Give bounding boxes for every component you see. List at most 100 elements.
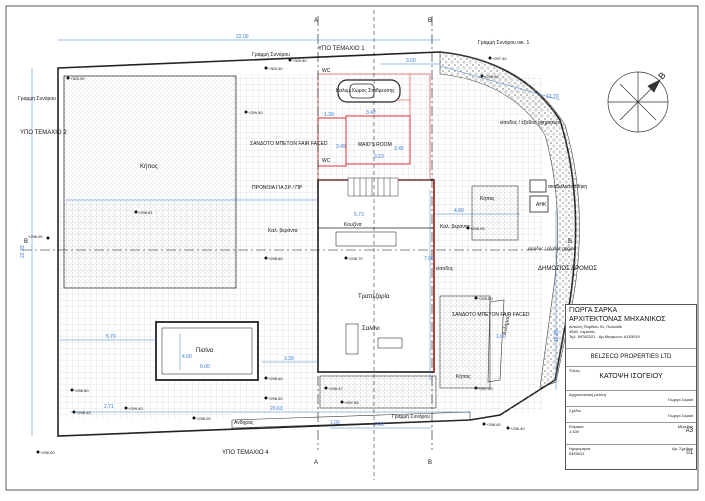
label-plot-bottom: ΥΠΟ ΤΕΜΑΧΙΟ 4: [222, 450, 269, 456]
firm-section: ΓΙΩΡΓΑ ΣΑΡΚΑ ΑΡΧΙΤΕΚΤΟΝΑΣ ΜΗΧΑΝΙΚΟΣ Αντώ…: [566, 305, 696, 349]
label-boundary-top: Γραμμή Συνόρου: [252, 51, 290, 58]
firm-role: ΑΡΧΙΤΕΚΤΟΝΑΣ ΜΗΧΑΝΙΚΟΣ: [569, 316, 666, 323]
svg-text:+296.80: +296.80: [74, 388, 89, 393]
dim-parking-width: 3.00: [406, 58, 416, 64]
label-garden-2: Κήπος: [480, 195, 495, 202]
firm-name: ΓΙΩΡΓΑ ΣΑΡΚΑ: [569, 307, 618, 314]
svg-text:+299.60: +299.60: [478, 296, 493, 301]
scale-value: 1:100: [569, 429, 580, 434]
label-maids-room: MAID'S ROOM: [358, 142, 392, 148]
svg-text:+300.80: +300.80: [292, 58, 307, 63]
pool: [155, 321, 259, 381]
dim-wc: 1.39: [324, 112, 334, 118]
label-ramp-1: Ανδηρας: [234, 420, 254, 426]
dim-kitchen: 5.73: [354, 212, 364, 218]
label-boundary-left: Γραμμή Συνόρου: [18, 95, 56, 102]
label-pool: Πισίνα: [196, 348, 214, 354]
dim-left: 22.33: [20, 245, 26, 258]
dim-maid-b: 3.45: [394, 146, 404, 152]
label-fair-faced-1: ΣΑΝΔΟΤΟ ΜΠΕΤΟΝ FAIR FACED: [250, 141, 328, 147]
dim-maid-c: 3.23: [374, 154, 384, 160]
svg-text:+300.90: +300.90: [70, 76, 85, 81]
dim-pool-width: 6.00: [200, 364, 210, 370]
label-vehicle-entry: είσοδος / έξοδος οχημάτων: [500, 119, 560, 126]
label-boundary-bottom: Γραμμή Συνόρου: [392, 413, 430, 420]
svg-text:+296.40: +296.40: [510, 426, 525, 431]
firm-reg: Αρ.Μητρώου: Α153019: [598, 334, 640, 339]
label-ramp-2: Ανδήρας: [501, 314, 511, 335]
svg-text:+298.45: +298.45: [486, 422, 501, 427]
svg-text:+298.70: +298.70: [348, 256, 363, 261]
dim-pool-height: 4.00: [182, 354, 192, 360]
dim-bottom: 20.63: [270, 406, 283, 412]
svg-text:+298.00: +298.00: [196, 416, 211, 421]
label-wc-2: WC: [322, 158, 331, 164]
architect-section: Αρχιτεκτονική μελέτη Γιωργα Σαρκά: [566, 391, 696, 407]
title-section: Τίτλος ΚΑΤΟΨΗ ΙΣΟΓΕΙΟΥ: [566, 367, 696, 391]
svg-text:+298.61: +298.61: [138, 210, 153, 215]
scale-label: Κλίμακα: [569, 424, 584, 429]
label-living: Σαλόνι: [362, 325, 380, 332]
north-arrow-icon: [607, 71, 669, 133]
svg-text:+300.50: +300.50: [268, 66, 283, 71]
svg-text:+298.65: +298.65: [268, 256, 283, 261]
section-a-bottom: A: [314, 460, 318, 466]
size-value: A3: [685, 428, 693, 434]
title-label: Τίτλος: [569, 368, 581, 373]
svg-text:+296.00: +296.00: [40, 450, 55, 455]
label-entrance: είσοδος: [436, 266, 454, 272]
label-storage: σκυβαλοαποθήκη: [548, 183, 587, 190]
svg-text:+299.50: +299.50: [248, 110, 263, 115]
label-dining: Τραπεζαρία: [358, 294, 390, 300]
svg-text:+298.05: +298.05: [470, 226, 485, 231]
drawn-section: Σχέδιο Γιωργα Σαρκά: [566, 407, 696, 423]
section-b-right: B: [568, 239, 572, 245]
label-ahk: ΑΗΚ: [536, 202, 547, 208]
level-markers: [36, 56, 510, 454]
label-veranda-1: Καλ. βεράντα: [268, 227, 298, 234]
house-walls: [317, 179, 435, 373]
kitchen-island: [335, 231, 397, 247]
architect-value: Γιωργα Σαρκά: [667, 397, 693, 402]
dim-maid-width: 3.42: [366, 110, 376, 116]
label-veranda-2: Καλ. βεράντα: [440, 223, 470, 230]
dim-bottom-step: 1.00: [330, 420, 340, 426]
date-value: 04/05/21: [569, 451, 585, 456]
label-fair-faced-2: ΣΑΝΔΟΤΟ ΜΠΕΤΟΝ FAIR FACED: [452, 312, 530, 318]
dim-veranda: 4.80: [454, 208, 464, 214]
label-plot-left: ΥΠΟ ΤΕΜΑΧΙΟ 2: [20, 130, 67, 136]
label-kitchen: Κουζίνα: [344, 222, 362, 228]
section-a-top-left: A: [314, 18, 318, 24]
label-garden-3: Κήπος: [456, 373, 471, 380]
firm-phone: Τηλ. 99782321: [569, 334, 596, 339]
title-block: ΓΙΩΡΓΑ ΣΑΡΚΑ ΑΡΧΙΤΕΚΤΟΝΑΣ ΜΗΧΑΝΙΚΟΣ Αντώ…: [565, 304, 697, 470]
section-b-left: B: [24, 239, 28, 245]
svg-text:+297.40: +297.40: [492, 56, 507, 61]
sheet-value: 01: [686, 450, 693, 456]
svg-text:+297.65: +297.65: [344, 400, 359, 405]
svg-text:+296.50: +296.50: [268, 396, 283, 401]
svg-text:+296.00: +296.00: [28, 234, 43, 239]
dim-pool-house: 3.39: [284, 356, 294, 362]
label-garden-1: Κήπος: [140, 163, 158, 170]
dim-right-curve: 13.70: [546, 94, 559, 100]
svg-text:+299.40: +299.40: [128, 406, 143, 411]
dim-maid-a: 3.49: [336, 144, 346, 150]
drawn-label: Σχέδιο: [569, 408, 581, 413]
checked-value: Γιωργα Σαρκά: [667, 413, 693, 418]
label-public-road: ΔΗΜΟΣΙΟΣ ΔΡΟΜΟΣ: [538, 266, 597, 272]
date-label: Ημερομηνία: [569, 446, 591, 451]
lawn: [63, 75, 237, 289]
drawing-border: [5, 5, 699, 491]
drawing-title: ΚΑΤΟΨΗ ΙΣΟΓΕΙΟΥ: [599, 373, 663, 380]
dim-house-depth: 7.00: [424, 256, 434, 262]
firm-city: 4540, Λεμεσός: [569, 329, 596, 334]
svg-text:+296.60: +296.60: [268, 376, 283, 381]
svg-text:+299.62: +299.62: [484, 74, 499, 79]
label-wc-1: WC: [322, 68, 331, 74]
section-b-top: B: [428, 18, 432, 24]
client-name: BELZECO PROPERTIES LTD: [566, 349, 696, 367]
dim-bottom-house: 7.00: [374, 422, 384, 428]
